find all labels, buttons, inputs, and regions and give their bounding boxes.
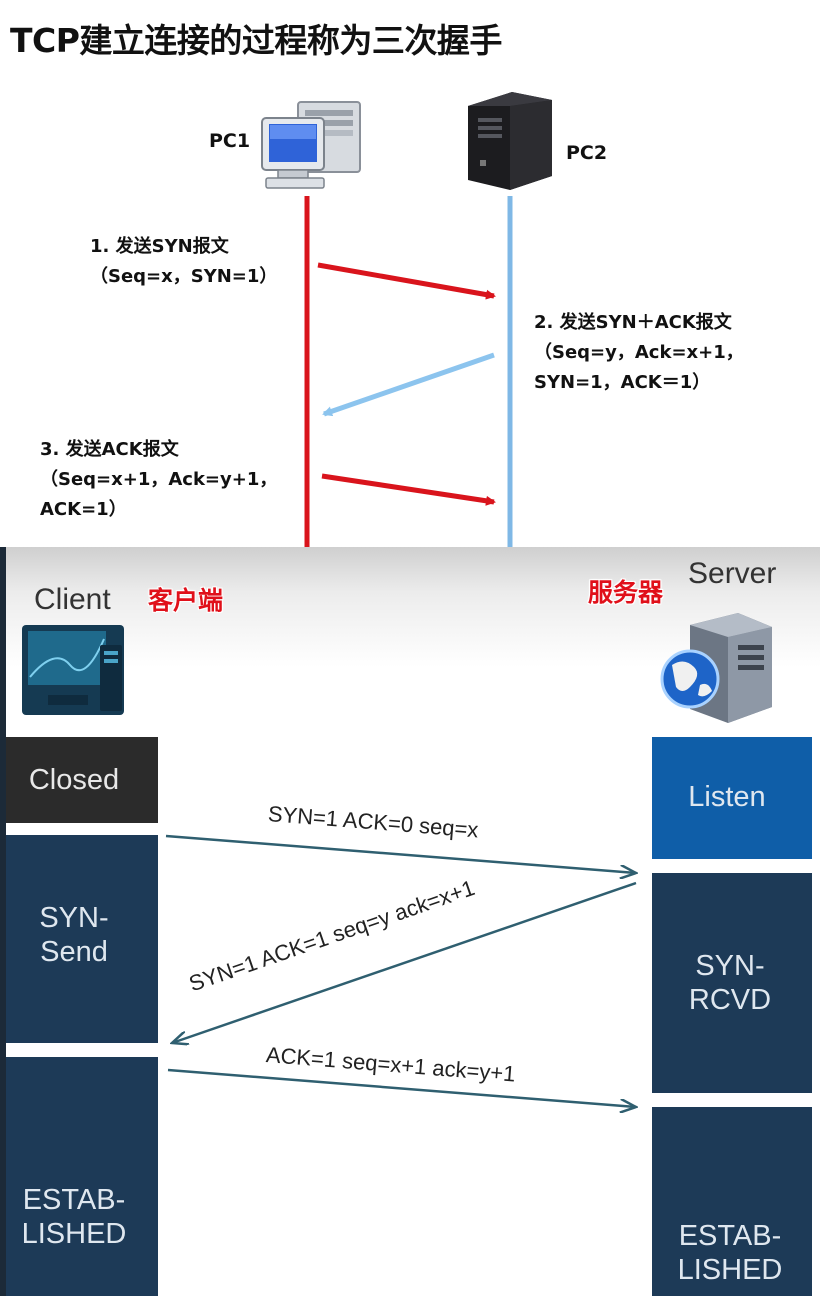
client-state-closed: Closed (6, 737, 142, 823)
client-state-established: ESTAB- LISHED (0, 1167, 148, 1267)
bottom-diagram-graphics (0, 547, 812, 1296)
top-diagram-graphics (261, 92, 552, 547)
step2-label: 2. 发送SYN＋ACK报文 （Seq=y，Ack=x+1， SYN=1，ACK… (534, 308, 744, 398)
pc1-label: PC1 (209, 130, 251, 152)
pc2-label: PC2 (566, 142, 608, 164)
server-state-syn-rcvd: SYN- RCVD (652, 933, 808, 1033)
client-established-text-2: LISHED (21, 1218, 127, 1250)
syn-send-text-2: Send (40, 936, 108, 968)
ack-arrow (167, 1068, 636, 1107)
client-cn-label: 客户端 (148, 586, 224, 615)
syn-arrow (165, 834, 636, 873)
step1-title: 1. 发送SYN报文 (90, 236, 229, 257)
client-state-syn-send: SYN- Send (6, 835, 142, 1035)
step3-params-2: ACK=1） (40, 499, 127, 520)
step2-title: 2. 发送SYN＋ACK报文 (534, 312, 732, 333)
step2-params-2: SYN=1，ACK＝1） (534, 372, 711, 393)
client-established-block (6, 1057, 158, 1296)
step2-params-1: （Seq=y，Ack=x+1， (534, 342, 744, 363)
server-established-block (652, 1107, 812, 1296)
step1-label: 1. 发送SYN报文 （Seq=x，SYN=1） (90, 232, 277, 292)
step1-arrow (317, 262, 496, 300)
page-title: TCP建立连接的过程称为三次握手 (10, 21, 502, 60)
step3-arrow (321, 473, 496, 506)
client-established-text-1: ESTAB- (22, 1184, 126, 1216)
pc1-computer-icon (261, 101, 361, 189)
syn-send-text-1: SYN- (39, 902, 109, 934)
server-state-listen: Listen (652, 757, 802, 837)
syn-ack-arrow (172, 881, 637, 1043)
client-syn-send-block (6, 835, 158, 1043)
syn-rcvd-text-1: SYN- (695, 950, 765, 982)
server-established-text-1: ESTAB- (678, 1220, 782, 1252)
step3-label: 3. 发送ACK报文 （Seq=x+1，Ack=y+1， ACK=1） (40, 435, 277, 525)
server-label: Server (688, 557, 777, 590)
tcp-state-panel: Client 客户端 Server 服务器 Closed SYN- Send E… (0, 547, 820, 1296)
three-way-handshake-panel: TCP建立连接的过程称为三次握手 PC1 PC2 1. 发送SYN报文 （Seq… (0, 0, 820, 547)
client-label: Client (34, 583, 111, 616)
client-monitor-icon (22, 625, 124, 715)
server-state-established: ESTAB- LISHED (652, 1211, 808, 1295)
step3-title: 3. 发送ACK报文 (40, 439, 179, 460)
server-globe-icon (660, 613, 772, 723)
syn-rcvd-text-2: RCVD (688, 984, 772, 1016)
client-closed-block (6, 737, 158, 823)
step1-params: （Seq=x，SYN=1） (90, 266, 278, 287)
step3-params-1: （Seq=x+1，Ack=y+1， (40, 469, 278, 490)
pc2-server-icon (468, 92, 552, 190)
server-cn-label: 服务器 (588, 578, 664, 607)
server-listen-block (652, 737, 812, 859)
closed-text: Closed (28, 764, 120, 796)
listen-text: Listen (688, 781, 766, 813)
step2-arrow (322, 352, 495, 417)
server-syn-rcvd-block (652, 873, 812, 1093)
server-established-text-2: LISHED (677, 1254, 783, 1286)
